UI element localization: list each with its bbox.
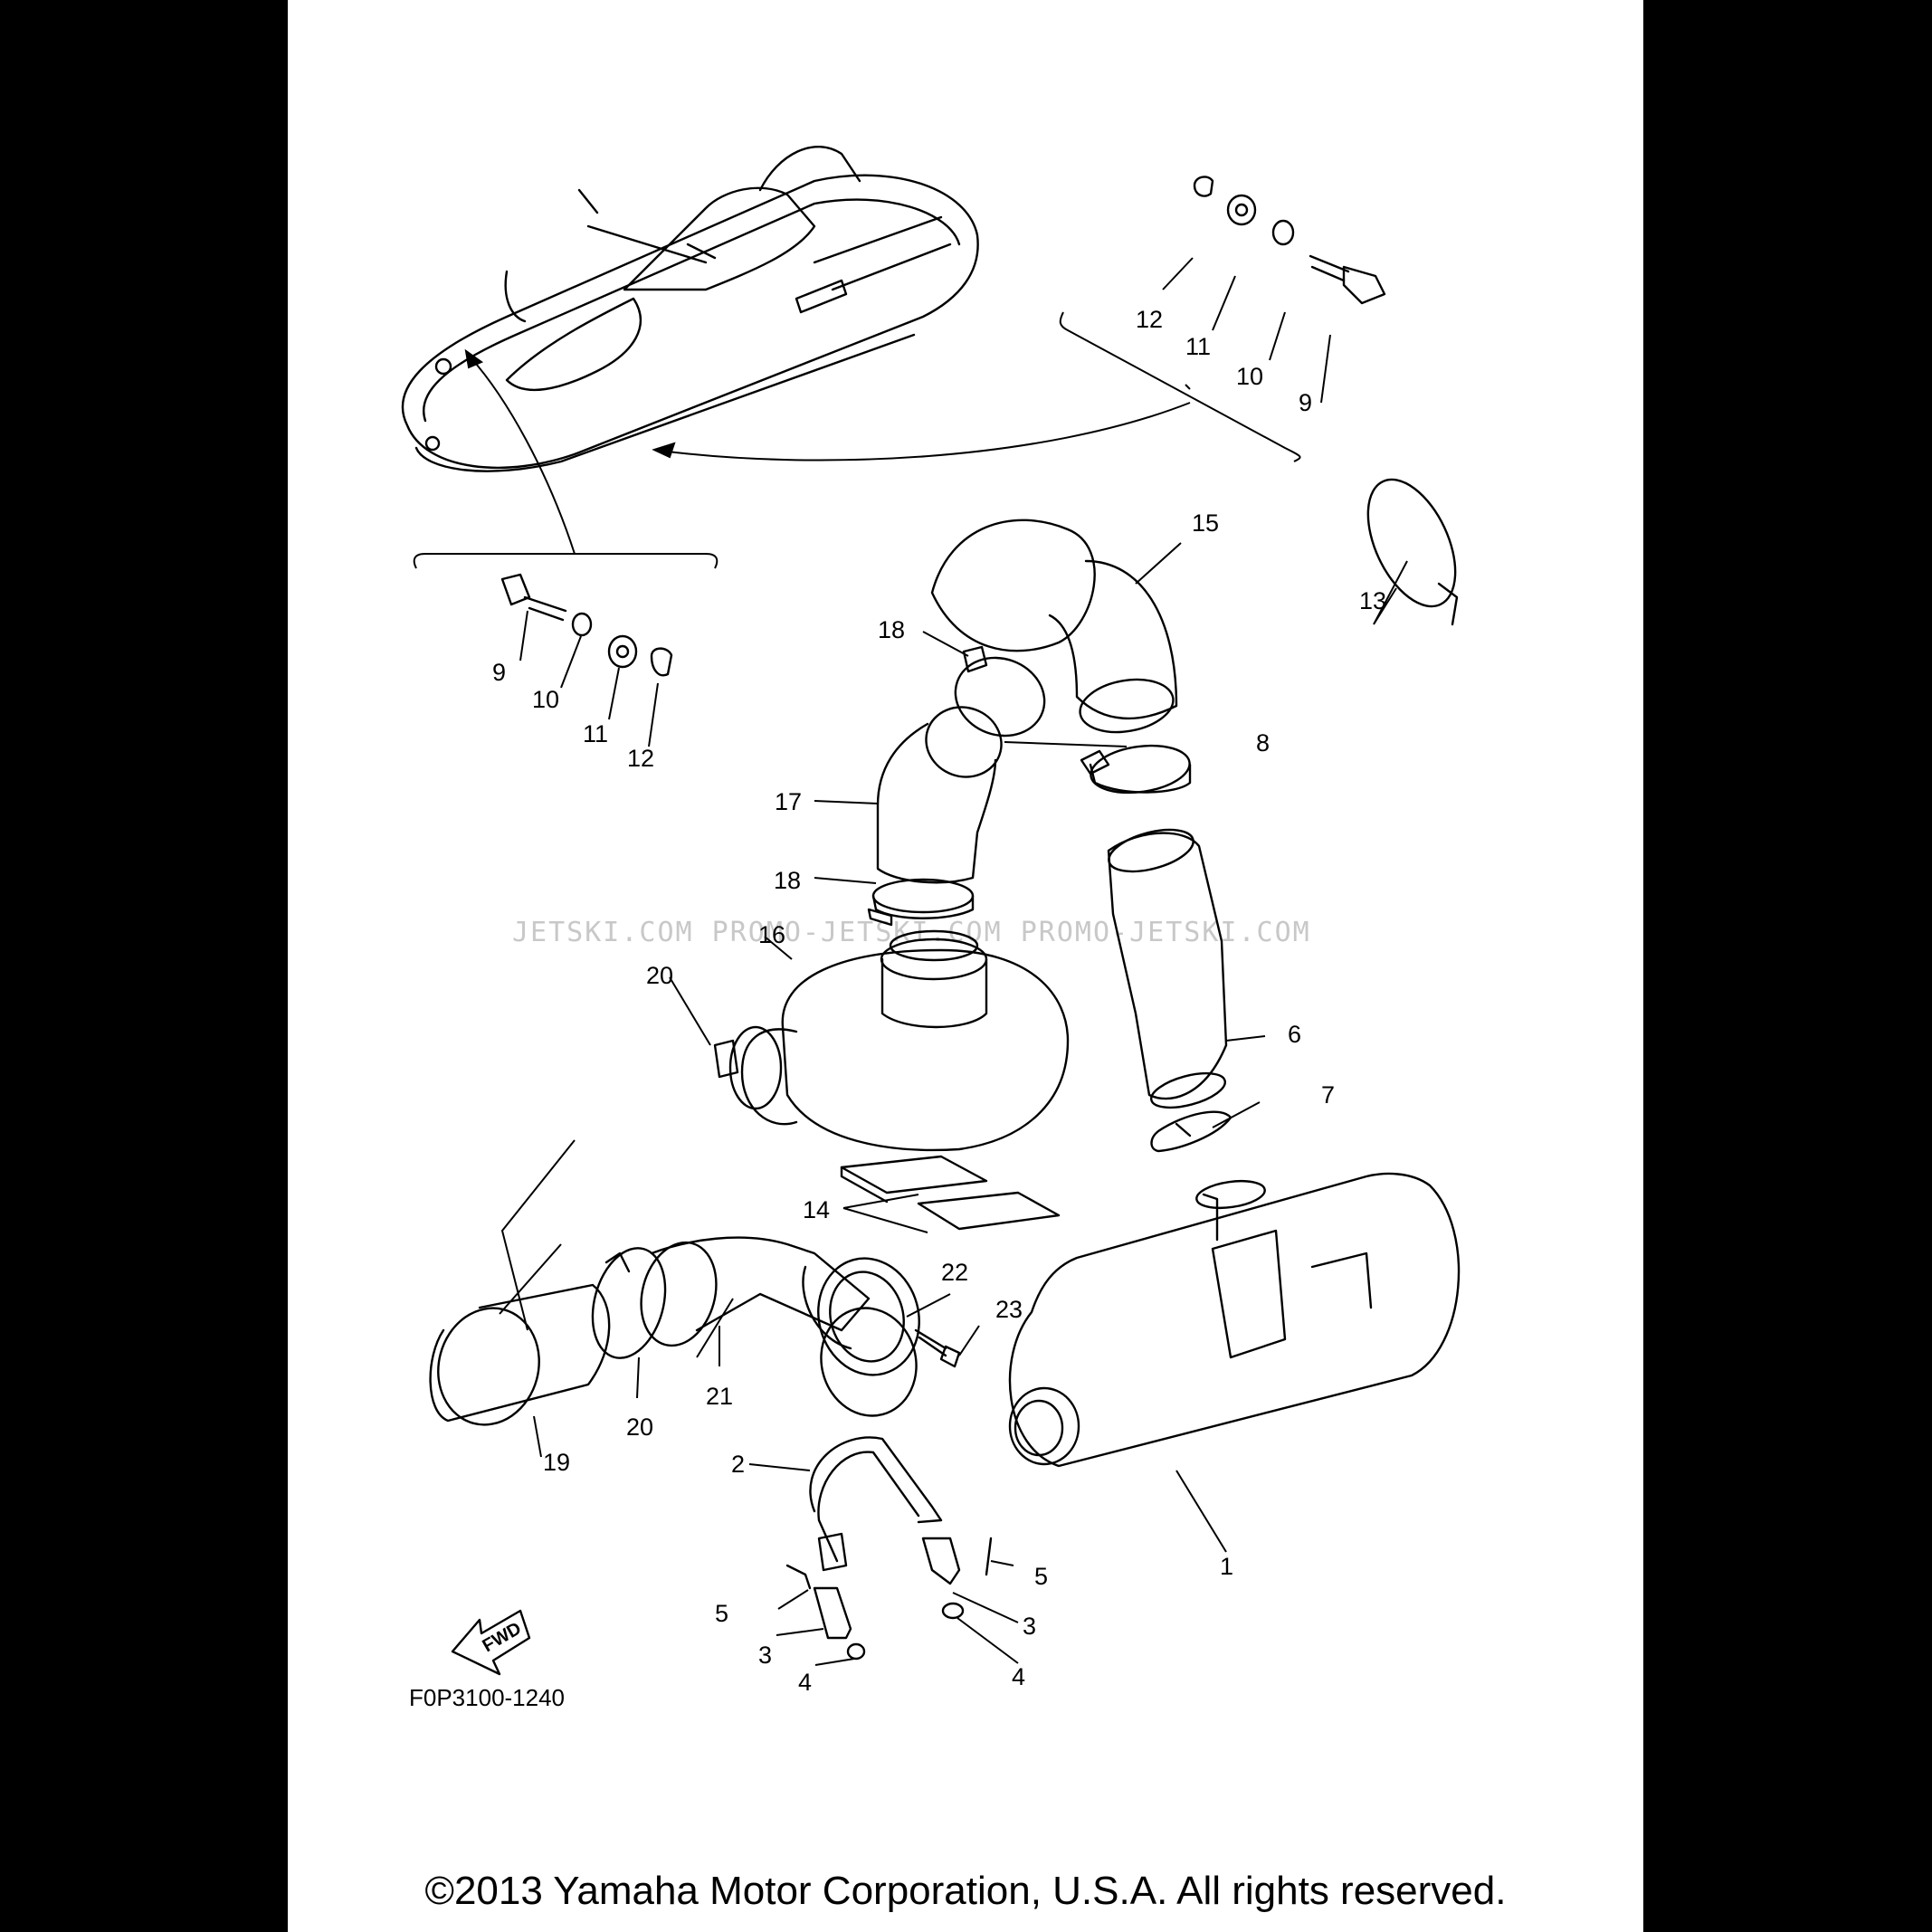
callout-18-upper: 18 <box>878 616 905 643</box>
fwd-arrow: FWD <box>451 1609 531 1676</box>
callout-9-right: 9 <box>1299 389 1312 416</box>
part-23-bolt <box>914 1328 961 1368</box>
part-15-rubber-elbow <box>930 519 1178 738</box>
callout-23: 23 <box>995 1296 1023 1323</box>
callout-12-right: 12 <box>1136 306 1163 333</box>
callout-9-left: 9 <box>492 659 506 686</box>
callout-1: 1 <box>1220 1553 1233 1580</box>
callout-7: 7 <box>1321 1081 1335 1109</box>
part-2-muffler-band <box>809 1436 943 1572</box>
callout-11-left: 11 <box>583 720 608 747</box>
part-20-hose-clamp-lower <box>591 1247 667 1359</box>
part-13-band-clamp <box>1366 478 1459 626</box>
part-22-gasket <box>817 1257 920 1417</box>
part-6-exhaust-hose <box>1107 828 1228 1109</box>
part-8-hose-clamp <box>1080 744 1192 795</box>
callout-3-left: 3 <box>758 1642 772 1669</box>
callout-18-lower: 18 <box>774 867 801 894</box>
watercraft-illustration <box>401 145 979 472</box>
callout-5-right: 5 <box>1034 1563 1048 1590</box>
callout-11-right: 11 <box>1185 333 1211 360</box>
inset-brackets <box>413 311 1301 569</box>
callout-17: 17 <box>775 788 802 815</box>
drawing-code: F0P3100-1240 <box>409 1684 565 1711</box>
mounting-hardware <box>785 1537 993 1661</box>
part-14-rubber-pads <box>840 1155 1061 1231</box>
diagram-sheet <box>288 0 1643 1932</box>
callout-12-left: 12 <box>627 745 654 772</box>
copyright-notice: ©2013 Yamaha Motor Corporation, U.S.A. A… <box>424 1869 1507 1913</box>
callout-19: 19 <box>543 1449 570 1476</box>
callout-10-left: 10 <box>532 686 559 713</box>
part-17-elbow-hose <box>876 706 1003 884</box>
part-1-muffler <box>1008 1172 1461 1468</box>
callout-2: 2 <box>731 1451 745 1478</box>
callout-leaders <box>499 257 1408 1666</box>
callout-15: 15 <box>1192 509 1219 537</box>
callout-10-right: 10 <box>1236 363 1263 390</box>
part-19-exhaust-outlet <box>429 1283 611 1426</box>
drain-plug-set-left <box>500 573 673 677</box>
part-18-hose-clamp-lower <box>867 878 975 927</box>
callout-3-right: 3 <box>1023 1613 1036 1640</box>
callout-21: 21 <box>706 1383 733 1410</box>
drain-plug-set-right <box>1193 176 1386 305</box>
callout-8: 8 <box>1256 729 1270 757</box>
part-7-hose-clamp <box>1150 1110 1232 1153</box>
callout-14: 14 <box>803 1196 830 1223</box>
callout-4-right: 4 <box>1012 1663 1025 1690</box>
callout-numbers: 1 2 3 3 4 4 5 5 6 7 8 9 9 10 10 11 11 12… <box>492 306 1386 1696</box>
callout-6: 6 <box>1288 1021 1301 1048</box>
callout-20-upper: 20 <box>646 962 673 989</box>
part-16-water-lock <box>713 929 1070 1152</box>
callout-5-left: 5 <box>715 1600 728 1627</box>
callout-16: 16 <box>758 921 785 948</box>
callout-22: 22 <box>941 1259 968 1286</box>
fwd-label: FWD <box>480 1619 525 1657</box>
callout-13: 13 <box>1359 587 1386 614</box>
callout-20-lower: 20 <box>626 1413 653 1441</box>
callout-4-left: 4 <box>798 1669 812 1696</box>
